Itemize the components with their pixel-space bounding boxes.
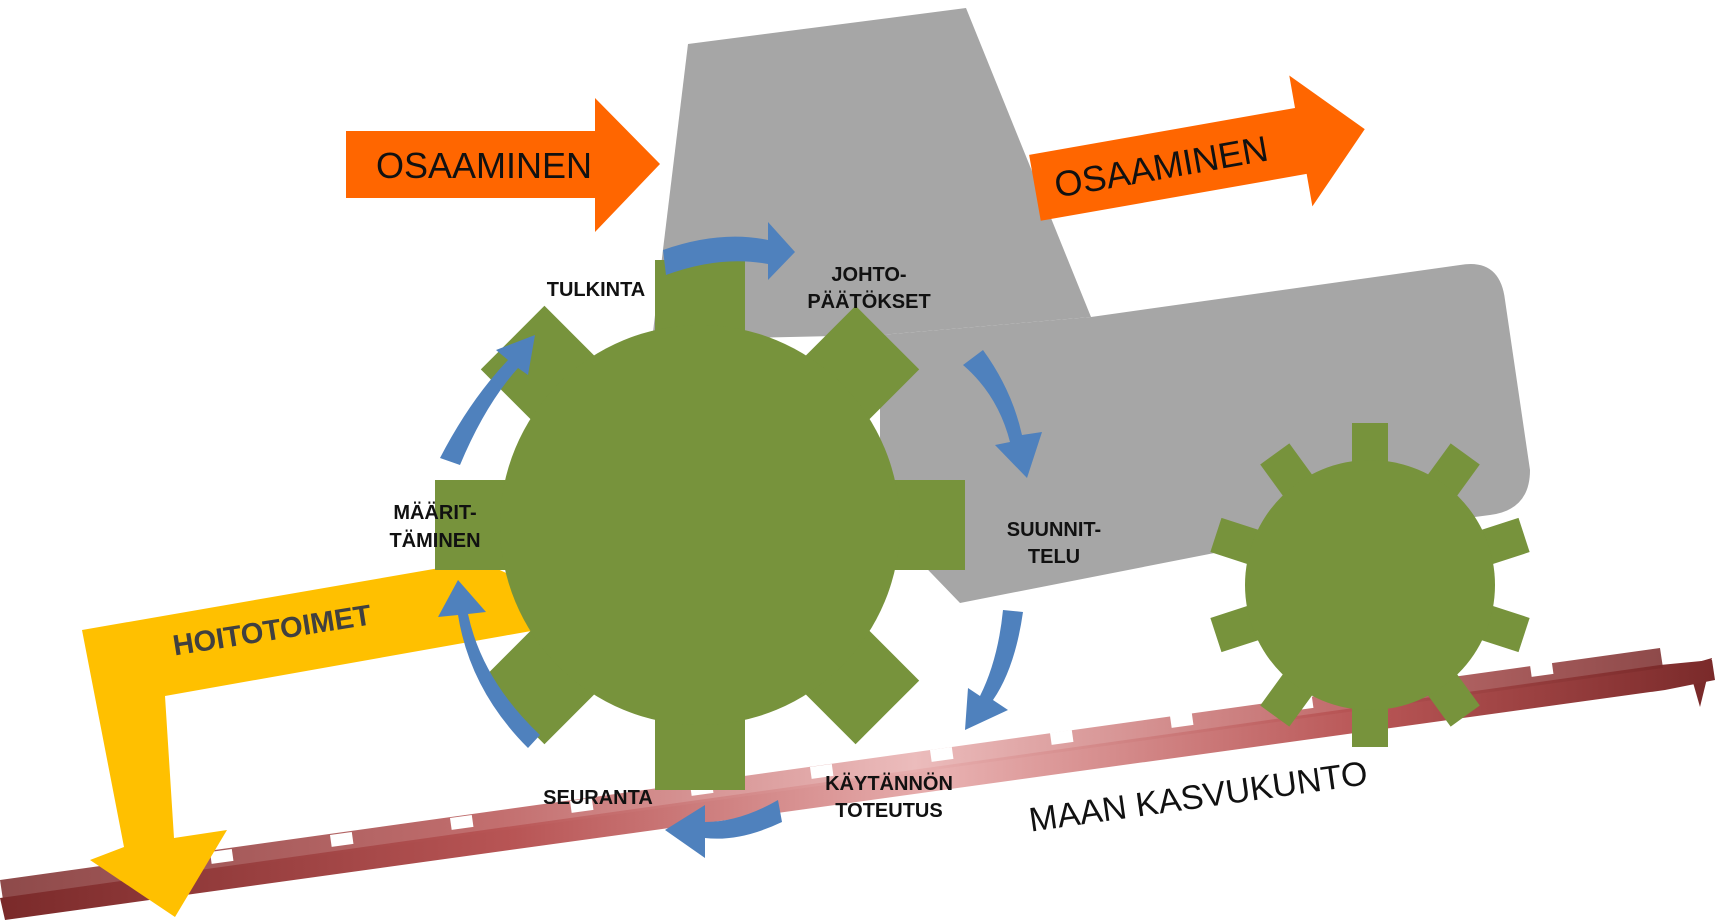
soil-bar-body	[0, 660, 1715, 920]
label-suunnit-line2: TELU	[1028, 546, 1080, 568]
label-maarit-line1: MÄÄRIT-	[393, 501, 476, 524]
cycle-arrows-icon	[438, 222, 1042, 858]
small-gear-icon	[1210, 423, 1530, 747]
label-kaytannon-line1: KÄYTÄNNÖN	[825, 772, 953, 795]
label-maarit-line2: TÄMINEN	[389, 529, 480, 552]
label-johto-line2: PÄÄTÖKSET	[807, 290, 930, 313]
cycle-arrow-upper-right	[963, 350, 1042, 478]
soil-bar	[0, 648, 1715, 920]
cycle-labels: TULKINTA JOHTO- PÄÄTÖKSET SUUNNIT- TELU …	[389, 264, 1101, 822]
label-suunnit-line1: SUUNNIT-	[1007, 519, 1101, 541]
cycle-arrow-lower-right	[965, 610, 1023, 730]
cycle-arrow-upper-left	[440, 335, 535, 465]
label-tulkinta: TULKINTA	[547, 279, 646, 301]
label-seuranta: SEURANTA	[543, 787, 653, 809]
knowledge-arrow-left: OSAAMINEN	[346, 98, 660, 232]
cycle-arrow-lower-left	[438, 580, 540, 748]
label-johto-line1: JOHTO-	[831, 264, 906, 286]
cycle-arrow-bottom	[665, 800, 782, 858]
knowledge-left-label: OSAAMINEN	[376, 145, 592, 186]
knowledge-arrow-right: OSAAMINEN	[1029, 75, 1365, 221]
label-kaytannon-line2: TOTEUTUS	[835, 800, 942, 822]
care-arrow	[82, 561, 548, 917]
big-gear-icon	[435, 260, 965, 790]
cycle-arrow-top	[663, 222, 795, 280]
